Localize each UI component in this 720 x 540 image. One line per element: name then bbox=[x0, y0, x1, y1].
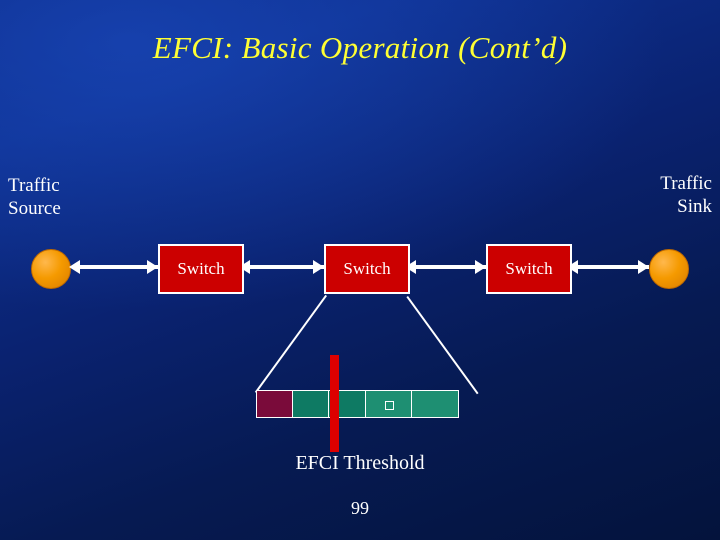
link-switch1-switch2-arrow-left-icon bbox=[239, 260, 250, 274]
link-source-switch1-line bbox=[74, 265, 158, 269]
page-title: EFCI: Basic Operation (Cont’d) bbox=[152, 30, 568, 65]
switch-node-2: Switch bbox=[324, 244, 410, 294]
traffic-sink-label-line2: Sink bbox=[677, 196, 712, 217]
queue-cell bbox=[257, 391, 294, 417]
switch-node-1-label: Switch bbox=[177, 259, 225, 278]
queue-funnel-right-line bbox=[406, 296, 479, 395]
link-switch2-switch3-arrow-right-icon bbox=[475, 260, 486, 274]
queue-cell-marker-icon bbox=[384, 400, 394, 410]
page-number: 99 bbox=[351, 498, 369, 518]
traffic-source-label-line1: Traffic bbox=[8, 175, 60, 196]
traffic-source-label: Traffic Source bbox=[8, 174, 61, 220]
link-switch3-sink-line bbox=[572, 265, 649, 269]
efci-threshold-label: EFCI Threshold bbox=[295, 452, 425, 474]
link-switch3-sink-arrow-right-icon bbox=[638, 260, 649, 274]
queue-cell bbox=[411, 391, 458, 417]
traffic-source-label-line2: Source bbox=[8, 198, 61, 219]
queue-cell bbox=[293, 391, 330, 417]
link-switch1-switch2-arrow-right-icon bbox=[313, 260, 324, 274]
switch-node-2-label: Switch bbox=[343, 259, 391, 278]
traffic-sink-label-line1: Traffic bbox=[660, 173, 712, 194]
switch-node-3: Switch bbox=[486, 244, 572, 294]
source-endpoint-node bbox=[31, 249, 71, 289]
link-switch2-switch3-arrow-left-icon bbox=[405, 260, 416, 274]
link-switch3-sink-arrow-left-icon bbox=[567, 260, 578, 274]
sink-endpoint-node bbox=[649, 249, 689, 289]
link-source-switch1-arrow-left-icon bbox=[69, 260, 80, 274]
switch-node-3-label: Switch bbox=[505, 259, 553, 278]
switch-queue-bar bbox=[256, 390, 459, 418]
link-switch1-switch2-line bbox=[244, 265, 324, 269]
traffic-sink-label: Traffic Sink bbox=[660, 172, 712, 218]
link-source-switch1-arrow-right-icon bbox=[147, 260, 158, 274]
efci-threshold-marker bbox=[330, 355, 339, 452]
switch-node-1: Switch bbox=[158, 244, 244, 294]
queue-funnel-left-line bbox=[254, 294, 327, 394]
link-switch2-switch3-line bbox=[410, 265, 486, 269]
queue-cell bbox=[365, 391, 412, 417]
